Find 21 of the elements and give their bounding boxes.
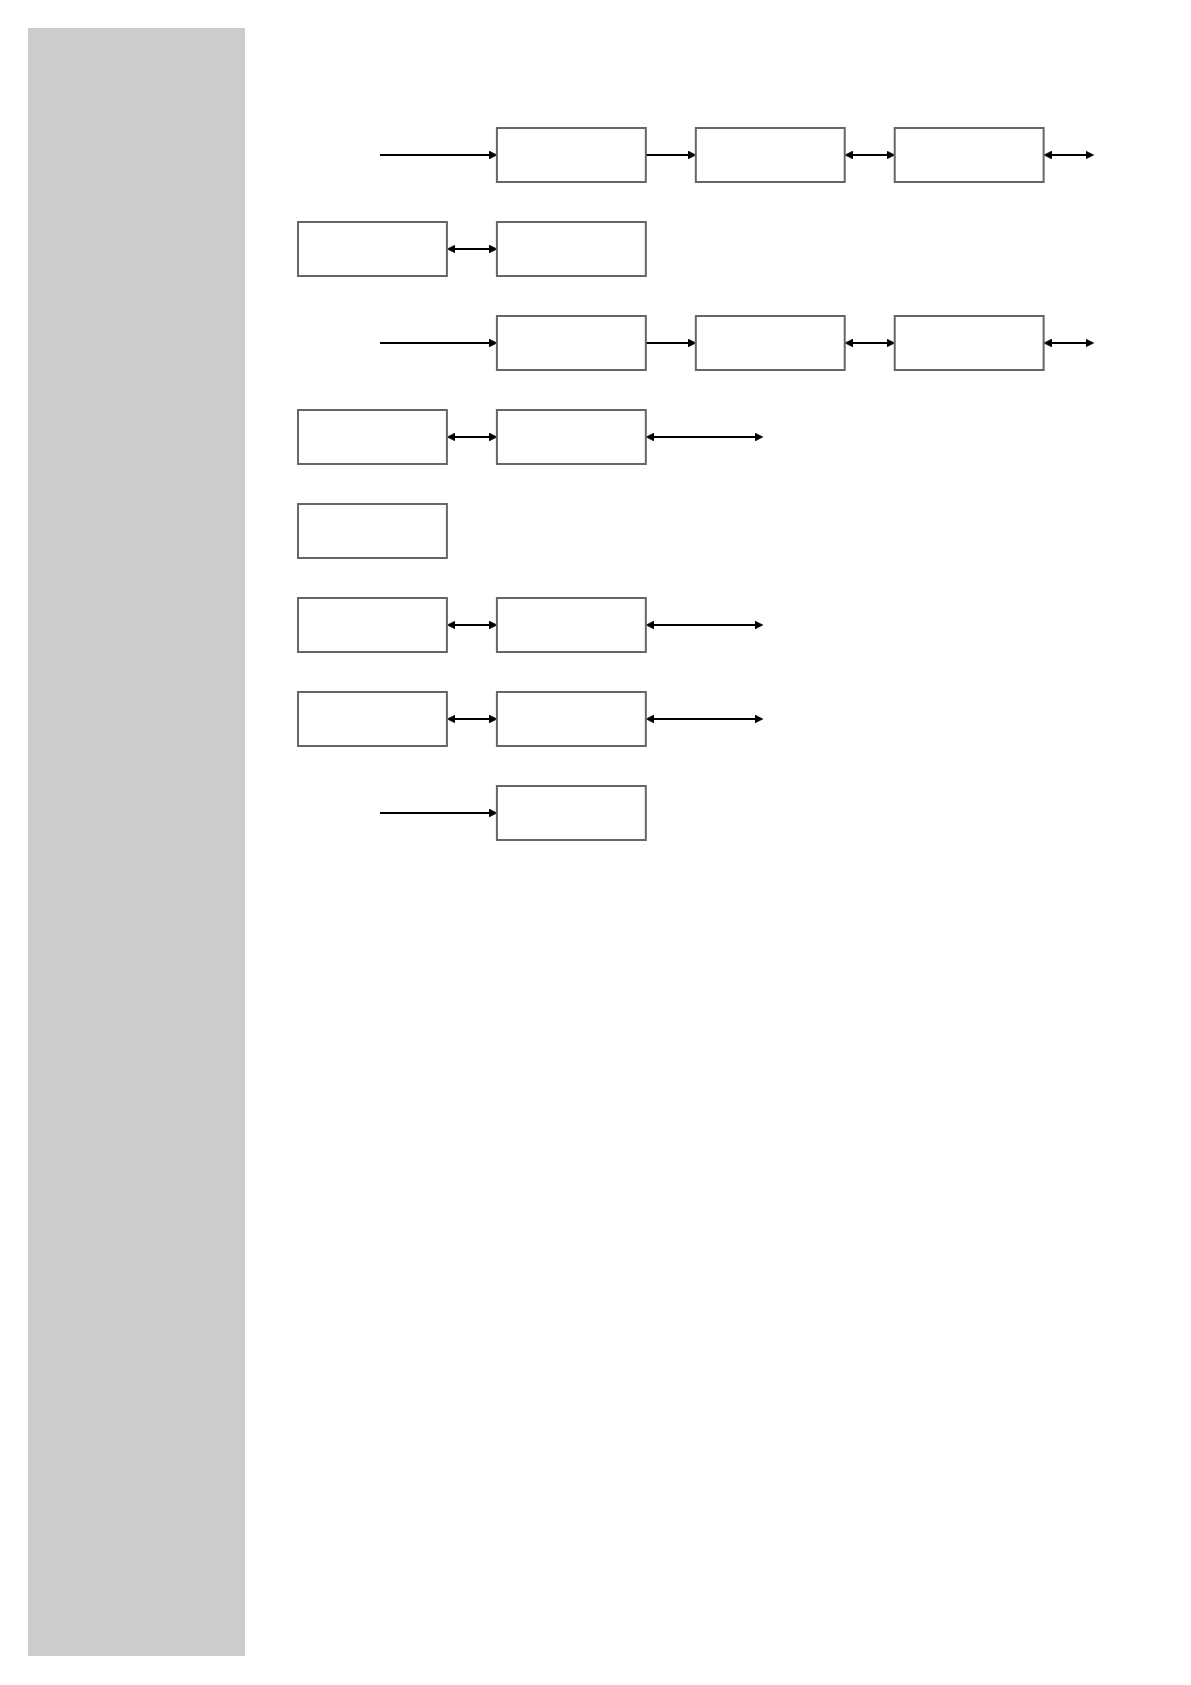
node-box: [495, 127, 647, 183]
node-box: [297, 597, 448, 653]
node-box: [495, 691, 647, 747]
arrow: [645, 714, 764, 724]
arrow: [1043, 150, 1095, 160]
node-box: [297, 691, 448, 747]
arrow: [645, 620, 764, 630]
node-box: [495, 315, 647, 371]
node-box: [297, 221, 448, 277]
arrow: [645, 432, 764, 442]
node-box: [495, 785, 647, 841]
node-box: [495, 221, 647, 277]
node-box: [297, 503, 448, 559]
arrow: [1043, 338, 1095, 348]
node-box: [495, 409, 647, 465]
node-box: [893, 315, 1045, 371]
node-box: [694, 127, 846, 183]
node-box: [893, 127, 1045, 183]
node-box: [297, 409, 448, 465]
node-box: [495, 597, 647, 653]
node-box: [694, 315, 846, 371]
